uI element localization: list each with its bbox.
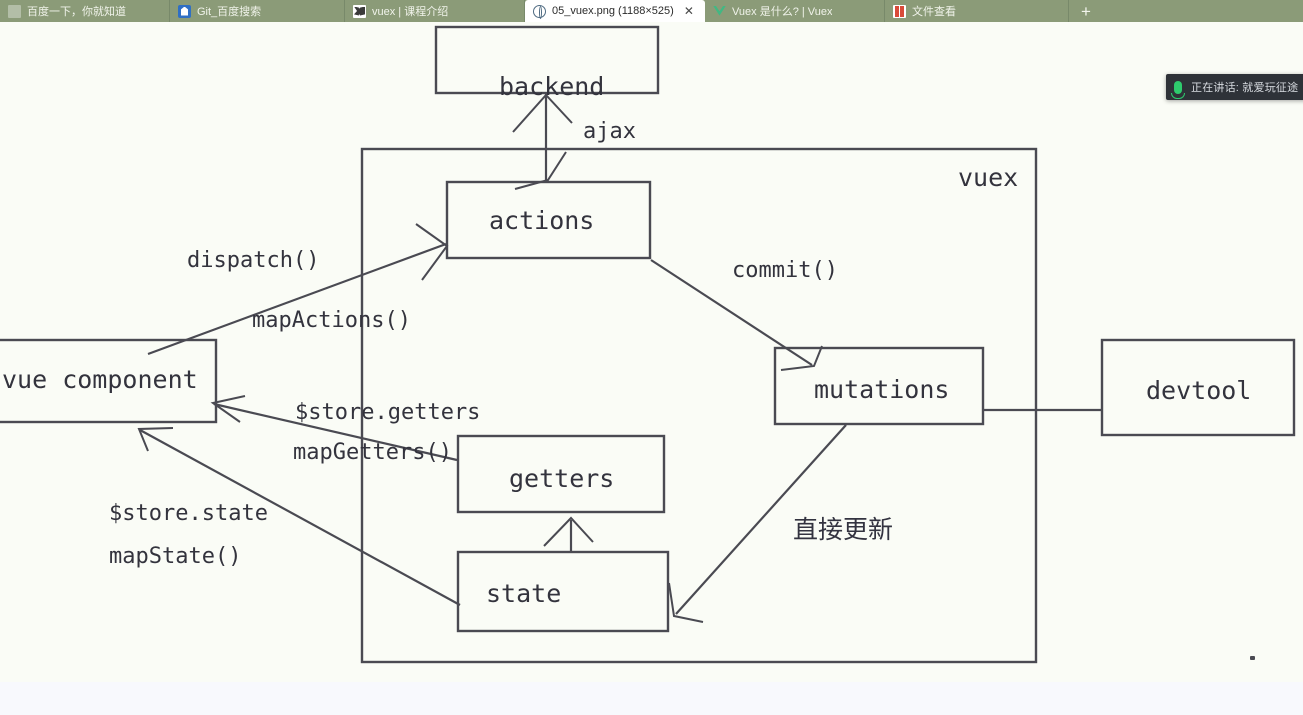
browser-tab-label: 百度一下，你就知道 bbox=[27, 6, 126, 18]
store-getters-edge-label: $store.getters bbox=[295, 400, 481, 425]
state-vue-edge-line bbox=[139, 429, 461, 606]
getters-box-label: getters bbox=[509, 464, 615, 493]
state-getters-arrowhead bbox=[543, 516, 594, 547]
git-icon bbox=[178, 4, 191, 18]
devtool-box bbox=[1100, 338, 1296, 437]
state-box-label: state bbox=[486, 579, 562, 608]
blank-page-icon bbox=[8, 5, 21, 18]
book-icon bbox=[353, 4, 366, 18]
browser-tab-vuex-docs[interactable]: Vuex 是什么? | Vuex bbox=[705, 0, 885, 22]
vue-component-box bbox=[0, 338, 218, 424]
browser-tab-label: 05_vuex.png (1188×525) bbox=[552, 5, 674, 17]
vue-component-box-label: vue component bbox=[2, 365, 198, 394]
speaking-toast-text: 正在讲话: 就爱玩征途 bbox=[1191, 82, 1299, 94]
dispatch-edge-line bbox=[147, 242, 447, 356]
browser-tab-vuex-course[interactable]: vuex | 课程介绍 bbox=[345, 0, 525, 22]
actions-box bbox=[445, 180, 652, 260]
backend-box-label: backend bbox=[499, 72, 605, 101]
vuex-architecture-diagram: .bx { fill: #fafcf6; stroke: #4a4a52; st… bbox=[0, 25, 1296, 664]
map-getters-edge-label: mapGetters() bbox=[293, 440, 452, 465]
browser-tab-baidu[interactable]: 百度一下，你就知道 bbox=[0, 0, 170, 22]
mutations-box bbox=[773, 346, 985, 426]
image-viewport[interactable]: .bx { fill: #fafcf6; stroke: #4a4a52; st… bbox=[0, 22, 1303, 682]
vuex-container-label: vuex bbox=[958, 163, 1019, 192]
browser-tab-label: Git_百度搜索 bbox=[197, 6, 262, 18]
direct-update-edge-label: 直接更新 bbox=[793, 515, 894, 544]
commit-edge-label: commit() bbox=[732, 258, 838, 283]
map-state-edge-label: mapState() bbox=[109, 544, 242, 569]
browser-tab-git-search[interactable]: Git_百度搜索 bbox=[170, 0, 345, 22]
file-icon bbox=[893, 4, 906, 18]
browser-tab-image-active[interactable]: 05_vuex.png (1188×525) ✕ bbox=[525, 0, 705, 22]
ajax-arrowhead-down bbox=[514, 151, 567, 190]
getters-box bbox=[456, 434, 666, 514]
image-artifact-dot bbox=[1250, 656, 1255, 660]
microphone-icon bbox=[1171, 80, 1185, 99]
commit-arrowhead bbox=[780, 345, 823, 371]
store-state-edge-label: $store.state bbox=[109, 501, 268, 526]
state-vue-arrowhead bbox=[137, 427, 174, 452]
getters-vue-arrowhead bbox=[210, 395, 246, 423]
direct-update-edge-line bbox=[675, 424, 847, 615]
browser-tab-label: vuex | 课程介绍 bbox=[372, 6, 449, 18]
ajax-arrowhead-up bbox=[512, 93, 573, 133]
getters-vue-edge-line bbox=[213, 402, 458, 462]
ajax-edge-label: ajax bbox=[583, 119, 636, 144]
globe-icon bbox=[533, 4, 546, 19]
mutations-box-label: mutations bbox=[814, 375, 950, 404]
browser-tab-strip: 百度一下，你就知道 Git_百度搜索 vuex | 课程介绍 05_vuex.p… bbox=[0, 0, 1303, 22]
dispatch-arrowhead bbox=[415, 223, 449, 281]
backend-box bbox=[434, 25, 660, 95]
close-icon[interactable]: ✕ bbox=[683, 4, 694, 18]
actions-box-label: actions bbox=[489, 206, 595, 235]
map-actions-edge-label: mapActions() bbox=[252, 308, 411, 333]
vuex-logo-icon bbox=[713, 5, 726, 18]
browser-tab-label: Vuex 是什么? | Vuex bbox=[732, 6, 833, 18]
dispatch-edge-label: dispatch() bbox=[187, 248, 320, 273]
browser-tab-label: 文件查看 bbox=[912, 6, 956, 18]
speaking-toast[interactable]: 正在讲话: 就爱玩征途 ❯ bbox=[1166, 74, 1303, 100]
direct-update-arrowhead bbox=[668, 582, 704, 623]
new-tab-button[interactable]: + bbox=[1081, 1, 1091, 21]
page-background-strip bbox=[0, 682, 1303, 715]
commit-edge-line bbox=[650, 259, 813, 366]
browser-tab-file-viewer[interactable]: 文件查看 bbox=[885, 0, 1069, 22]
devtool-box-label: devtool bbox=[1146, 376, 1252, 405]
state-box bbox=[456, 550, 670, 633]
